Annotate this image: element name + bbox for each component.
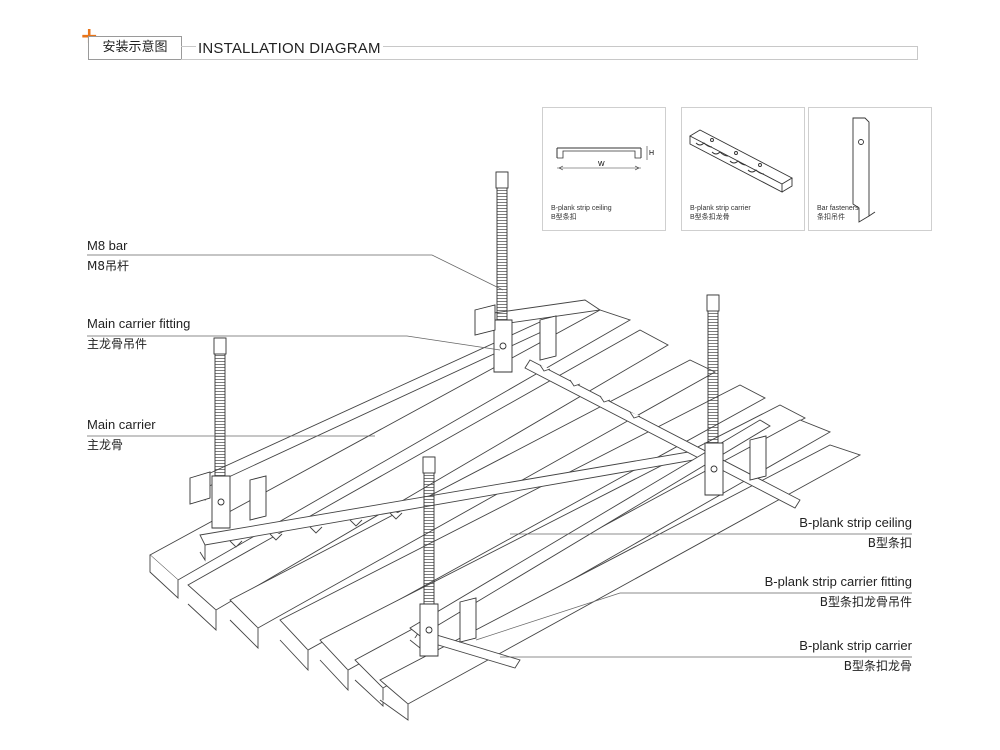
- label-cn: B型条扣龙骨吊件: [819, 595, 912, 609]
- label-en: Main carrier fitting: [87, 316, 191, 331]
- strip-carrier-drawing: [689, 129, 793, 193]
- label-cn: B型条扣龙骨: [843, 659, 912, 673]
- label-en: M8 bar: [87, 238, 128, 253]
- main-carrier-fittings: [189, 304, 767, 657]
- thumbnail-caption: B-plank strip ceiling B型条扣: [551, 204, 612, 222]
- label-en: B-plank strip carrier fitting: [764, 574, 912, 589]
- label-en: B-plank strip ceiling: [799, 515, 912, 530]
- label-cn: M8吊杆: [87, 259, 129, 273]
- header: + 安装示意图 INSTALLATION DIAGRAM: [80, 26, 918, 62]
- height-mark: H: [649, 150, 654, 157]
- label-cn: 主龙骨: [87, 438, 124, 452]
- caption-cn: B型条扣: [551, 214, 577, 221]
- label-m8-bar: M8 bar M8吊杆: [87, 238, 129, 274]
- thumbnail-caption: B-plank strip carrier B型条扣龙骨: [690, 204, 751, 222]
- label-main-carrier: Main carrier 主龙骨: [87, 417, 156, 453]
- label-strip-ceiling: B-plank strip ceiling B型条扣: [799, 515, 912, 551]
- page-title: INSTALLATION DIAGRAM: [196, 40, 383, 57]
- title-bar: [181, 46, 918, 60]
- bar-fastener-drawing: [852, 117, 876, 223]
- leader-lines: [87, 254, 912, 658]
- width-mark: W: [598, 161, 605, 168]
- thumbnail-bar-fasteners: Bar fasteners 条扣吊件: [808, 107, 932, 231]
- strip-ceiling-profile-drawing: W H: [556, 146, 654, 171]
- strip-carriers: [199, 359, 801, 669]
- label-strip-carrier-fitting: B-plank strip carrier fitting B型条扣龙骨吊件: [765, 574, 912, 610]
- label-en: Main carrier: [87, 417, 156, 432]
- label-cn: 主龙骨吊件: [87, 337, 148, 351]
- label-main-carrier-fitting: Main carrier fitting 主龙骨吊件: [87, 316, 190, 352]
- caption-en: Bar fasteners: [817, 205, 859, 212]
- caption-cn: 条扣吊件: [817, 214, 845, 221]
- thumbnail-strip-carrier: B-plank strip carrier B型条扣龙骨: [681, 107, 805, 231]
- thumbnail-strip-ceiling: W H B-plank strip ceiling B型条扣: [542, 107, 666, 231]
- label-cn: B型条扣: [867, 536, 912, 550]
- caption-en: B-plank strip carrier: [690, 205, 751, 212]
- caption-cn: B型条扣龙骨: [690, 214, 730, 221]
- section-tag: 安装示意图: [88, 36, 182, 60]
- label-strip-carrier: B-plank strip carrier B型条扣龙骨: [799, 638, 912, 674]
- thumbnail-caption: Bar fasteners 条扣吊件: [817, 204, 859, 222]
- label-en: B-plank strip carrier: [799, 638, 912, 653]
- caption-en: B-plank strip ceiling: [551, 205, 612, 212]
